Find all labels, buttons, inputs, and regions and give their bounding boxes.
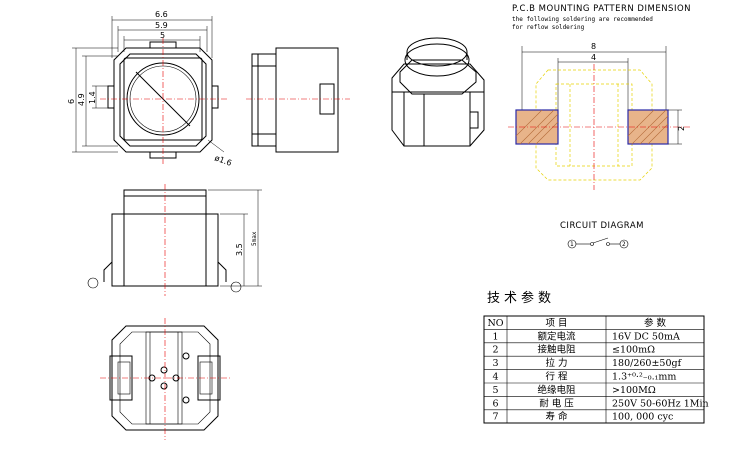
spec-header-cell: 参 数 <box>644 317 667 329</box>
spec-cell: 寿 命 <box>545 411 568 423</box>
pcb-pattern: P.C.B MOUNTING PATTERN DIMENSION the fol… <box>508 4 691 190</box>
circuit-pin-2: 2 <box>622 241 626 248</box>
pcb-title: P.C.B MOUNTING PATTERN DIMENSION <box>512 4 691 14</box>
spec-cell: 接触电阻 <box>537 344 576 356</box>
spec-cell: 拉 力 <box>545 357 567 369</box>
circuit-diagram: CIRCUIT DIAGRAM 1 2 <box>560 221 644 249</box>
spec-cell: 16V DC 50mA <box>612 331 680 342</box>
pcb-note-1: the following soldering are recommended <box>512 16 653 23</box>
pcb-dim-pad: 2 <box>677 126 686 131</box>
spec-cell: 行 程 <box>545 371 568 383</box>
pcb-dim-outer: 8 <box>591 42 596 51</box>
bottom-view <box>100 318 230 440</box>
pcb-dim-inner: 4 <box>591 53 596 62</box>
spec-cell: 耐 电 压 <box>539 397 574 409</box>
spec-cell: 180/260±50gf <box>612 358 683 369</box>
spec-cell: ≤100mΩ <box>612 345 655 356</box>
dim-height-inner: 4.9 <box>77 93 86 106</box>
pcb-note-2: for reflow soldering <box>512 24 585 31</box>
front-view: 3.5 5max <box>87 184 262 296</box>
spec-cell: 7 <box>492 412 498 423</box>
circuit-pin-1: 1 <box>570 241 574 248</box>
spec-header-cell: NO <box>487 318 503 329</box>
dim-height: 6 <box>67 99 76 104</box>
circuit-title: CIRCUIT DIAGRAM <box>560 221 644 231</box>
dim-body-width: 5.9 <box>155 21 168 30</box>
spec-cell: 绝缘电阻 <box>537 384 576 396</box>
dim-cap-width: 5 <box>160 31 165 40</box>
spec-cell: 1 <box>492 331 498 342</box>
isometric-view <box>391 37 485 147</box>
side-view <box>246 47 350 153</box>
spec-cell: 额定电流 <box>537 330 576 342</box>
dim-total-height: 5max <box>251 231 258 246</box>
spec-cell: 250V 50-60Hz 1Min <box>612 398 709 409</box>
spec-cell: 6 <box>492 398 498 409</box>
spec-cell: 5 <box>492 385 498 396</box>
spec-cell: 2 <box>492 345 498 356</box>
dim-hole-diameter: ø1.6 <box>213 153 233 167</box>
spec-table: 技术参数 NO 项 目 参 数 1 额定电流 16V DC 50mA 2 接触电阻 ≤100mΩ… <box>483 290 709 424</box>
top-view: 6.6 5.9 5 6 4.9 1.4 ø1.6 <box>67 10 233 168</box>
spec-cell: 1.3⁺⁰·²₋₀.₁mm <box>612 372 676 383</box>
spec-cell: 3 <box>492 358 498 369</box>
dim-overall-width: 6.6 <box>155 10 168 19</box>
spec-cell: >100MΩ <box>612 385 656 396</box>
spec-header-cell: 项 目 <box>545 318 567 329</box>
spec-title: 技术参数 <box>487 290 555 306</box>
spec-cell: 4 <box>492 372 498 383</box>
dim-pin-width: 1.4 <box>88 91 97 104</box>
spec-cell: 100, 000 cyc <box>612 412 673 423</box>
dim-body-height: 3.5 <box>235 243 244 256</box>
